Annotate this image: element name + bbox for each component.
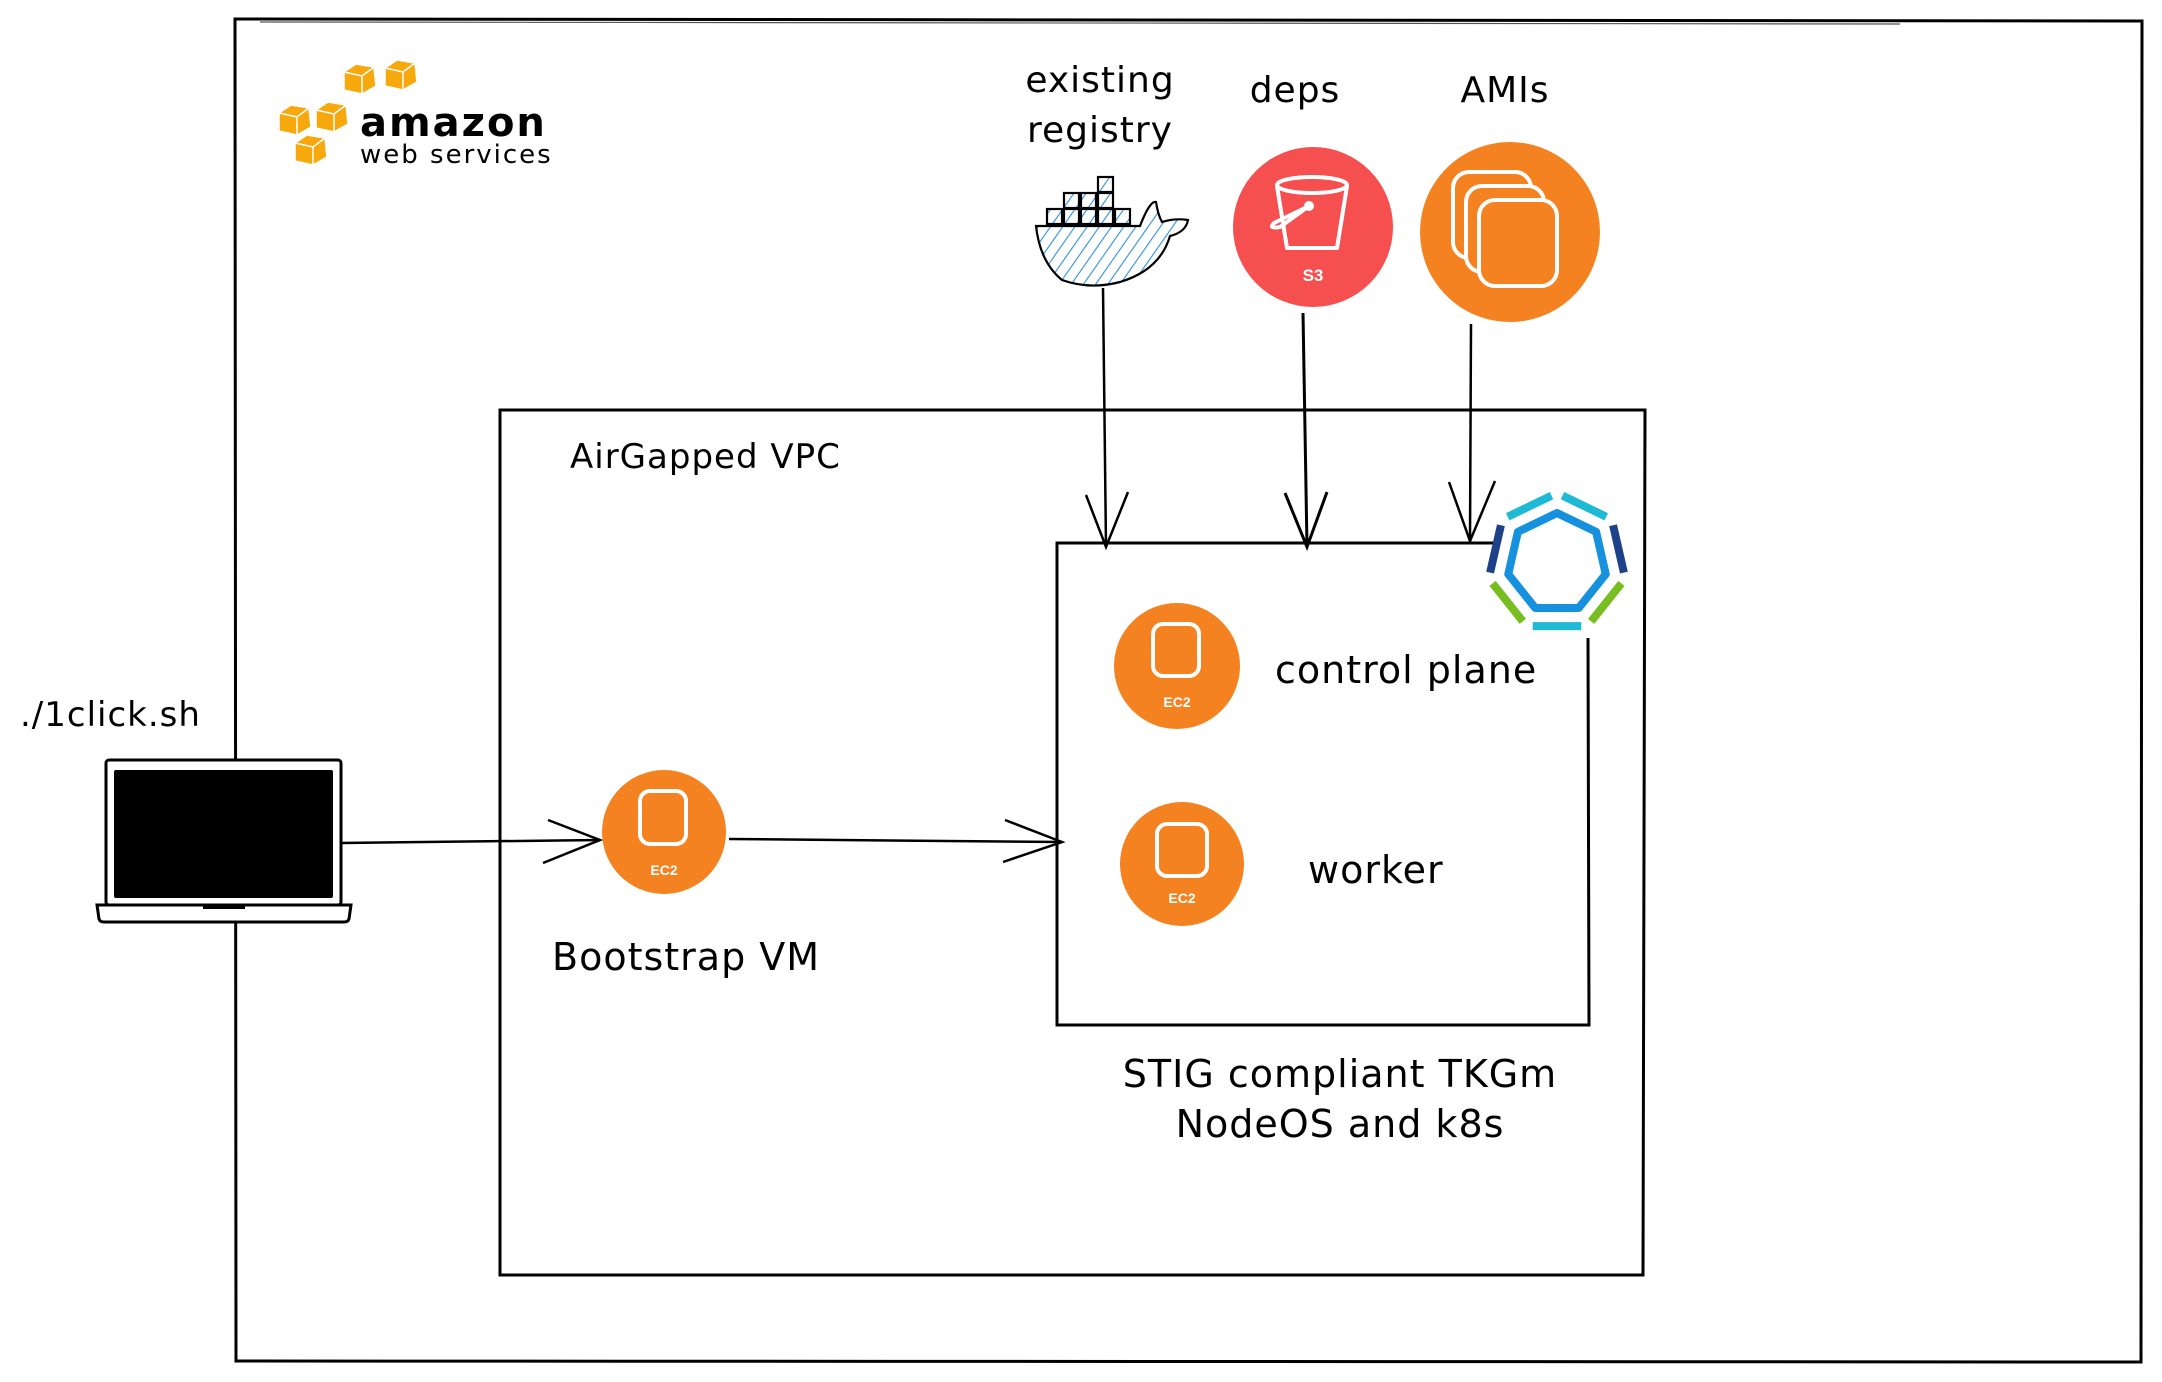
aws-cubes-icon	[278, 59, 418, 166]
client-label: ./1click.sh	[20, 695, 201, 735]
worker-label: worker	[1308, 848, 1444, 892]
edge-deps-to-cluster	[1283, 312, 1329, 552]
worker-ec2-badge: EC2	[1168, 890, 1195, 906]
control-plane-ec2-icon[interactable]: EC2	[1114, 603, 1240, 729]
tanzu-outer-segment	[1506, 492, 1554, 521]
aws-logo-text-amazon: amazon	[360, 100, 547, 146]
aws-logo-text-web-services: web services	[360, 140, 553, 170]
vpc-label: AirGapped VPC	[570, 437, 841, 477]
docker-whale-icon	[1034, 175, 1190, 287]
laptop-icon[interactable]	[95, 758, 353, 924]
tanzu-outer-segment	[1560, 492, 1608, 521]
edge-client-to-bootstrap	[340, 818, 604, 865]
tanzu-inner-ring	[1504, 509, 1610, 613]
bootstrap-ec2-badge: EC2	[650, 862, 677, 878]
worker-ec2-icon[interactable]: EC2	[1120, 802, 1244, 926]
s3-badge: S3	[1303, 266, 1324, 285]
edge-registry-to-cluster	[1084, 287, 1130, 551]
amis-label: AMIs	[1460, 70, 1550, 111]
bootstrap-label: Bootstrap VM	[552, 935, 821, 979]
control-plane-ec2-badge: EC2	[1163, 694, 1190, 710]
tanzu-outer-segment	[1489, 580, 1526, 624]
registry-label-line1: existing	[1025, 60, 1175, 101]
s3-bucket-icon[interactable]: S3	[1233, 147, 1393, 307]
registry-label-line2: registry	[1027, 110, 1173, 151]
tanzu-logo-icon	[1486, 492, 1628, 631]
cluster-boundary	[1055, 541, 1591, 1027]
edge-bootstrap-to-cluster	[728, 818, 1066, 864]
vpc-boundary	[498, 408, 1647, 1277]
cluster-caption-line1: STIG compliant TKGm	[1122, 1052, 1558, 1096]
bootstrap-ec2-icon[interactable]: EC2	[602, 770, 726, 894]
tanzu-outer-segment	[1588, 580, 1625, 624]
tanzu-outer-segment	[1486, 524, 1505, 574]
edge-amis-to-cluster	[1447, 323, 1497, 545]
control-plane-label: control plane	[1275, 648, 1538, 692]
tanzu-outer-segment	[1609, 524, 1628, 574]
cluster-caption-line2: NodeOS and k8s	[1175, 1102, 1505, 1146]
ami-stack-icon[interactable]	[1420, 142, 1600, 322]
deps-label: deps	[1249, 70, 1341, 111]
